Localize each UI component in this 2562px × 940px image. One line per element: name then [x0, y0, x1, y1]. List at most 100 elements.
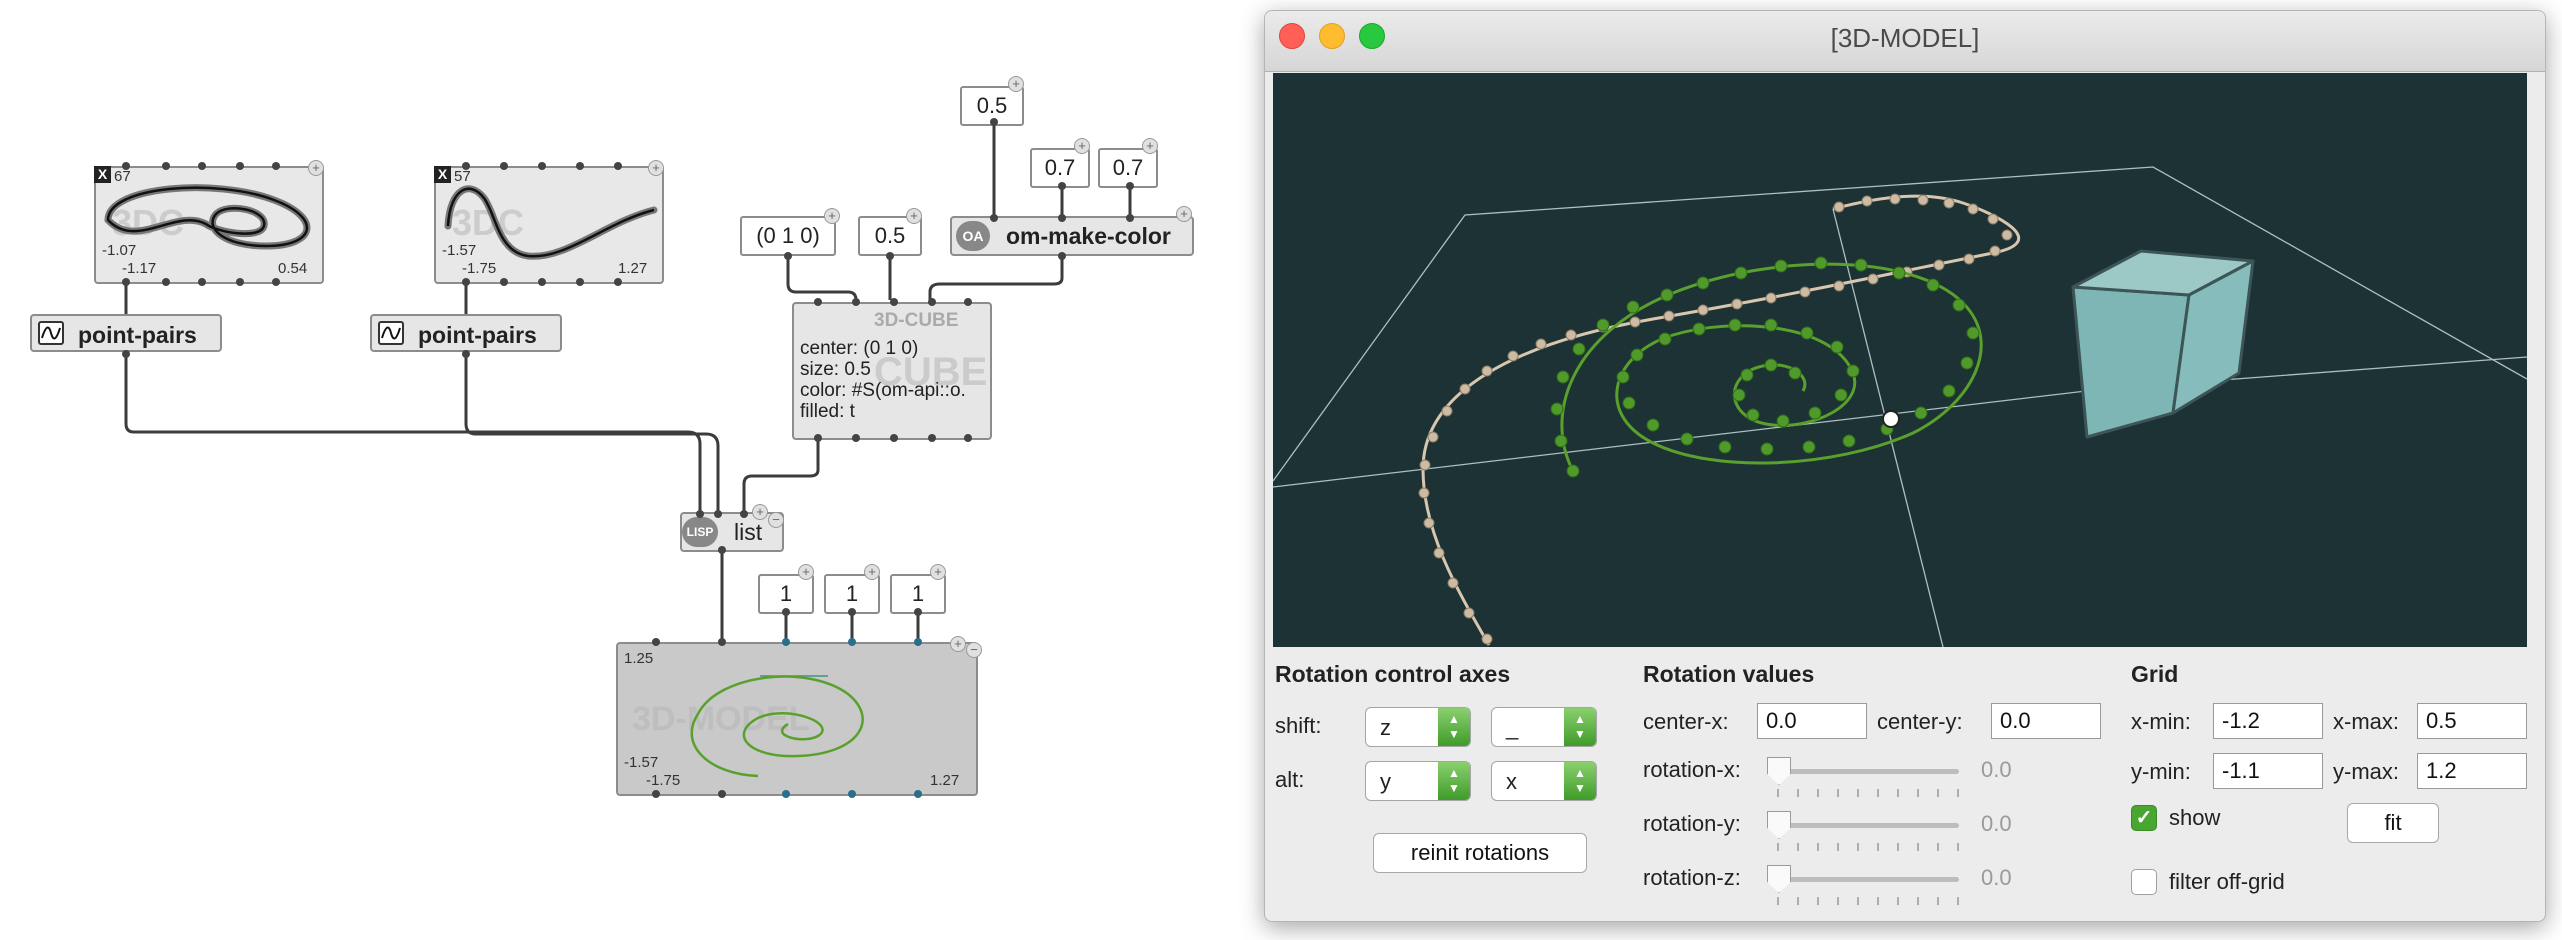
3d-viewport[interactable] [1272, 73, 2528, 648]
bpc-min-x: -1.17 [122, 260, 157, 277]
remove-inlet-icon[interactable]: − [768, 512, 784, 528]
cube-3d-box[interactable]: 3D-CUBE CUBE center: (0 1 0) size: 0.5 c… [792, 302, 992, 440]
point-pairs-box-2[interactable]: point-pairs [370, 314, 562, 352]
add-inlet-icon[interactable]: + [950, 636, 966, 652]
bpc-editor-1[interactable]: X 67 3DC -1.07 -1.17 0.54 [94, 166, 324, 284]
chevron-updown-icon: ▲▼ [1438, 708, 1470, 746]
close-window-button[interactable] [1279, 23, 1305, 49]
remove-inlet-icon[interactable]: − [966, 642, 982, 658]
rotation-z-value: 0.0 [1981, 865, 2012, 890]
select-value: z [1380, 715, 1391, 740]
wire-pointpairs1-list [124, 354, 702, 514]
minimize-window-button[interactable] [1319, 23, 1345, 49]
model-3d-window[interactable]: [3D-MODEL] [1264, 10, 2546, 922]
center-y-field[interactable] [1991, 703, 2101, 739]
add-inlet-icon[interactable]: + [906, 208, 922, 224]
x-max-label: x-max: [2333, 709, 2399, 734]
controls-panel: Rotation control axes shift: z ▲▼ _ ▲▼ a… [1265, 647, 2545, 921]
alt-axis-b-select[interactable]: x ▲▼ [1491, 761, 1597, 801]
filter-off-grid-checkbox[interactable] [2131, 869, 2157, 895]
rotation-x-slider[interactable] [1777, 769, 1959, 774]
add-inlet-icon[interactable]: + [824, 208, 840, 224]
grid-title: Grid [2131, 661, 2179, 687]
add-inlet-icon[interactable]: + [752, 504, 768, 520]
add-inlet-icon[interactable]: + [798, 564, 814, 580]
rotation-x-value-box[interactable]: 1 [758, 574, 814, 614]
center-value-box[interactable]: (0 1 0) [740, 216, 836, 256]
add-inlet-icon[interactable]: + [308, 160, 324, 176]
chevron-updown-icon: ▲▼ [1564, 708, 1596, 746]
cube-color-line: color: #S(om-api::o. [800, 380, 966, 401]
blue-value-box[interactable]: 0.7 [1098, 148, 1158, 188]
function-icon [38, 321, 64, 345]
window-titlebar[interactable]: [3D-MODEL] [1265, 11, 2545, 72]
rotation-center-marker [1882, 410, 1900, 428]
add-inlet-icon[interactable]: + [648, 160, 664, 176]
alt-label: alt: [1275, 767, 1305, 792]
beige-curve [1421, 194, 2021, 646]
fit-button[interactable]: fit [2347, 803, 2439, 843]
patch-editor[interactable]: X 67 3DC -1.07 -1.17 0.54 + X 57 3DC -1.… [0, 0, 1260, 940]
bpc-curve-1 [104, 184, 311, 250]
bpc-min-y: -1.57 [442, 242, 477, 259]
zoom-window-button[interactable] [1359, 23, 1385, 49]
shift-axis-b-select[interactable]: _ ▲▼ [1491, 707, 1597, 747]
add-inlet-icon[interactable]: + [1074, 138, 1090, 154]
bpc-max-x: 0.54 [278, 260, 308, 277]
y-max-label: y-max: [2333, 759, 2399, 784]
rotation-x-ticks [1777, 789, 1959, 797]
shift-axis-a-select[interactable]: z ▲▼ [1365, 707, 1471, 747]
add-inlet-icon[interactable]: + [864, 564, 880, 580]
reinit-rotations-button[interactable]: reinit rotations [1373, 833, 1587, 873]
show-grid-checkbox[interactable]: ✓ [2131, 805, 2157, 831]
add-inlet-icon[interactable]: + [930, 564, 946, 580]
model-max-x: 1.27 [930, 772, 960, 789]
rotation-y-value-box[interactable]: 1 [824, 574, 880, 614]
x-min-label: x-min: [2131, 709, 2191, 734]
close-icon[interactable]: X [94, 166, 111, 183]
wire-color-cube [928, 256, 1064, 300]
bpc-editor-2[interactable]: X 57 3DC -1.57 -1.75 1.27 [434, 166, 664, 284]
wire-center-cube [786, 256, 858, 301]
y-min-field[interactable] [2213, 753, 2323, 789]
rotation-z-slider-thumb[interactable] [1767, 865, 1791, 893]
rotation-z-slider[interactable] [1777, 877, 1959, 882]
lisp-function-icon: LISP [682, 517, 718, 547]
cube-ghost-label: CUBE [874, 350, 988, 394]
filter-off-grid-label: filter off-grid [2169, 869, 2285, 894]
model-min-y: -1.57 [624, 754, 659, 771]
x-min-field[interactable] [2213, 703, 2323, 739]
select-value: _ [1506, 715, 1519, 740]
y-max-field[interactable] [2417, 753, 2527, 789]
function-icon [378, 321, 404, 345]
rotation-y-slider[interactable] [1777, 823, 1959, 828]
model-max-y: 1.25 [624, 650, 654, 667]
cube-center-line: center: (0 1 0) [800, 338, 919, 359]
rotation-z-value-box[interactable]: 1 [890, 574, 946, 614]
close-icon[interactable]: X [434, 166, 451, 183]
list-box[interactable]: LISP list [680, 512, 784, 552]
bpc-max-x: 1.27 [618, 260, 648, 277]
model-3d-box[interactable]: 1.25 3D-MODEL -1.57 -1.75 1.27 [616, 642, 978, 796]
alt-axis-a-select[interactable]: y ▲▼ [1365, 761, 1471, 801]
box-label: list [734, 519, 763, 545]
point-pairs-box-1[interactable]: point-pairs [30, 314, 222, 352]
rotation-z-ticks [1777, 897, 1959, 905]
rotation-x-slider-thumb[interactable] [1767, 757, 1791, 785]
om-make-color-box[interactable]: OA om-make-color [950, 216, 1194, 256]
patch-connections [124, 122, 1132, 644]
model-preview [690, 675, 864, 778]
add-inlet-icon[interactable]: + [1142, 138, 1158, 154]
center-x-field[interactable] [1757, 703, 1867, 739]
model-ghost-label: 3D-MODEL [632, 700, 810, 738]
add-inlet-icon[interactable]: + [1176, 206, 1192, 222]
select-value: x [1506, 769, 1517, 794]
x-max-field[interactable] [2417, 703, 2527, 739]
model-min-x: -1.75 [646, 772, 681, 789]
cube-filled-line: filled: t [800, 401, 855, 422]
grid-plane-outline [1272, 166, 2528, 482]
bpc-min-x: -1.75 [462, 260, 497, 277]
rotation-y-slider-thumb[interactable] [1767, 811, 1791, 839]
add-inlet-icon[interactable]: + [1008, 76, 1024, 92]
om-function-icon: OA [956, 221, 990, 251]
